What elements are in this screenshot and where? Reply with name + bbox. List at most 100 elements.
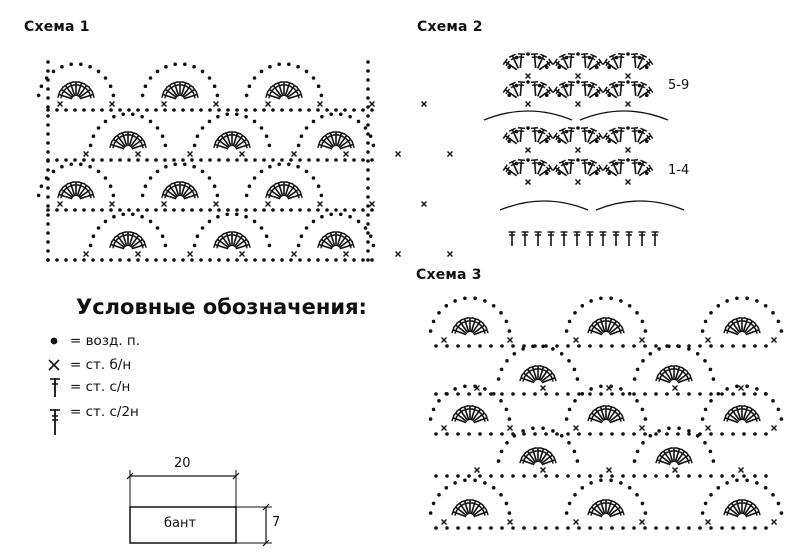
chain-stitch bbox=[587, 161, 592, 166]
chain-stitch bbox=[296, 143, 301, 148]
chain-stitch bbox=[564, 83, 569, 88]
chain-stitch bbox=[307, 208, 311, 212]
chain-stitch bbox=[456, 474, 460, 478]
chain-stitch bbox=[588, 344, 592, 348]
chain-stitch bbox=[319, 193, 324, 198]
chain-stitch bbox=[632, 526, 636, 530]
chain-stitch bbox=[82, 258, 86, 262]
chain-stitch bbox=[172, 108, 176, 112]
chain-stitch bbox=[595, 93, 599, 97]
double-crochet-stitch bbox=[650, 231, 660, 247]
chain-stitch bbox=[587, 129, 592, 134]
chain-stitch bbox=[361, 258, 365, 262]
single-crochet-stitch bbox=[56, 200, 64, 208]
chain-stitch bbox=[366, 105, 370, 109]
chain-stitch bbox=[742, 344, 746, 348]
chain-stitch bbox=[51, 169, 56, 174]
chain-stitch bbox=[573, 311, 577, 315]
chain-stitch bbox=[307, 158, 311, 162]
chain-stitch bbox=[635, 399, 639, 403]
chain-stitch bbox=[262, 108, 266, 112]
chain-stitch bbox=[343, 208, 347, 212]
chain-stitch bbox=[610, 526, 614, 530]
chain-stitch bbox=[676, 526, 680, 530]
chain-stitch bbox=[280, 158, 284, 162]
single-crochet-stitch bbox=[186, 250, 194, 258]
chain-stitch bbox=[687, 429, 691, 433]
single-crochet-stitch bbox=[770, 424, 778, 432]
chain-stitch bbox=[607, 171, 611, 175]
chain-stitch bbox=[163, 143, 168, 148]
legend-item-double-crochet: = ст. с/н bbox=[46, 376, 130, 398]
chain-stitch bbox=[334, 208, 338, 212]
chain-stitch bbox=[267, 143, 272, 148]
chain-stitch bbox=[118, 158, 122, 162]
chain-stitch bbox=[533, 474, 537, 478]
chain-stitch bbox=[235, 208, 239, 212]
chain-stitch bbox=[576, 80, 580, 84]
chain-stitch bbox=[46, 96, 50, 100]
chain-stitch bbox=[247, 184, 252, 188]
chain-stitch bbox=[537, 161, 542, 166]
chain-stitch bbox=[607, 65, 611, 69]
legend-title: Условные обозначения: bbox=[76, 295, 367, 319]
legend-item-label: = ст. с/н bbox=[70, 379, 131, 395]
chain-stitch bbox=[564, 511, 569, 515]
chain-stitch bbox=[637, 83, 642, 88]
chain-stitch bbox=[521, 429, 525, 433]
single-crochet-stitch bbox=[638, 336, 646, 344]
double-crochet-stitch bbox=[507, 231, 517, 247]
chain-stitch bbox=[366, 195, 370, 199]
chain-stitch bbox=[489, 432, 493, 436]
chain-stitch bbox=[143, 184, 148, 188]
single-crochet-stitch bbox=[624, 72, 632, 80]
chain-stitch bbox=[208, 108, 212, 112]
chain-stitch bbox=[478, 432, 482, 436]
chain-stitch bbox=[537, 129, 542, 134]
double-crochet-stitch bbox=[572, 231, 582, 247]
chain-stitch bbox=[577, 432, 581, 436]
chain-stitch bbox=[366, 123, 370, 127]
single-crochet-stitch bbox=[342, 150, 350, 158]
chain-stitch bbox=[566, 474, 570, 478]
chain-stitch bbox=[148, 76, 153, 80]
chain-stitch bbox=[366, 132, 370, 136]
single-crochet-stitch bbox=[82, 150, 90, 158]
chain-stitch bbox=[500, 526, 504, 530]
single-crochet-stitch bbox=[524, 146, 532, 154]
chain-stitch bbox=[140, 93, 145, 98]
chain-stitch bbox=[46, 87, 50, 91]
chain-stitch bbox=[356, 119, 361, 124]
chain-stitch bbox=[512, 434, 517, 438]
single-crochet-stitch bbox=[574, 72, 582, 80]
chain-stitch bbox=[148, 176, 153, 180]
chain-stitch bbox=[299, 134, 304, 138]
chain-stitch bbox=[51, 69, 56, 74]
chain-stitch bbox=[764, 344, 768, 348]
chain-stitch bbox=[103, 176, 108, 180]
chain-stitch bbox=[55, 208, 59, 212]
chain-stitch bbox=[100, 208, 104, 212]
chain-stitch bbox=[225, 112, 229, 117]
chain-stitch bbox=[619, 299, 623, 303]
chain-stitch bbox=[533, 392, 537, 396]
chain-stitch bbox=[588, 432, 592, 436]
chain-stitch bbox=[199, 108, 203, 112]
chain-stitch bbox=[698, 526, 702, 530]
chain-stitch bbox=[522, 432, 526, 436]
chain-stitch bbox=[329, 212, 333, 217]
chain-stitch bbox=[537, 83, 542, 88]
chain-stitch bbox=[716, 304, 721, 308]
chain-stitch bbox=[731, 432, 735, 436]
chain-stitch bbox=[319, 93, 324, 98]
chain-stitch bbox=[771, 311, 775, 315]
chain-stitch bbox=[215, 193, 220, 198]
chain-stitch bbox=[698, 344, 702, 348]
chain-stitch bbox=[154, 108, 158, 112]
chain-stitch bbox=[226, 208, 230, 212]
chain-stitch bbox=[244, 114, 248, 119]
chain-stitch bbox=[311, 176, 316, 180]
chain-stitch bbox=[216, 214, 220, 219]
chain-stitch bbox=[316, 208, 320, 212]
single-crochet-stitch bbox=[316, 100, 324, 108]
